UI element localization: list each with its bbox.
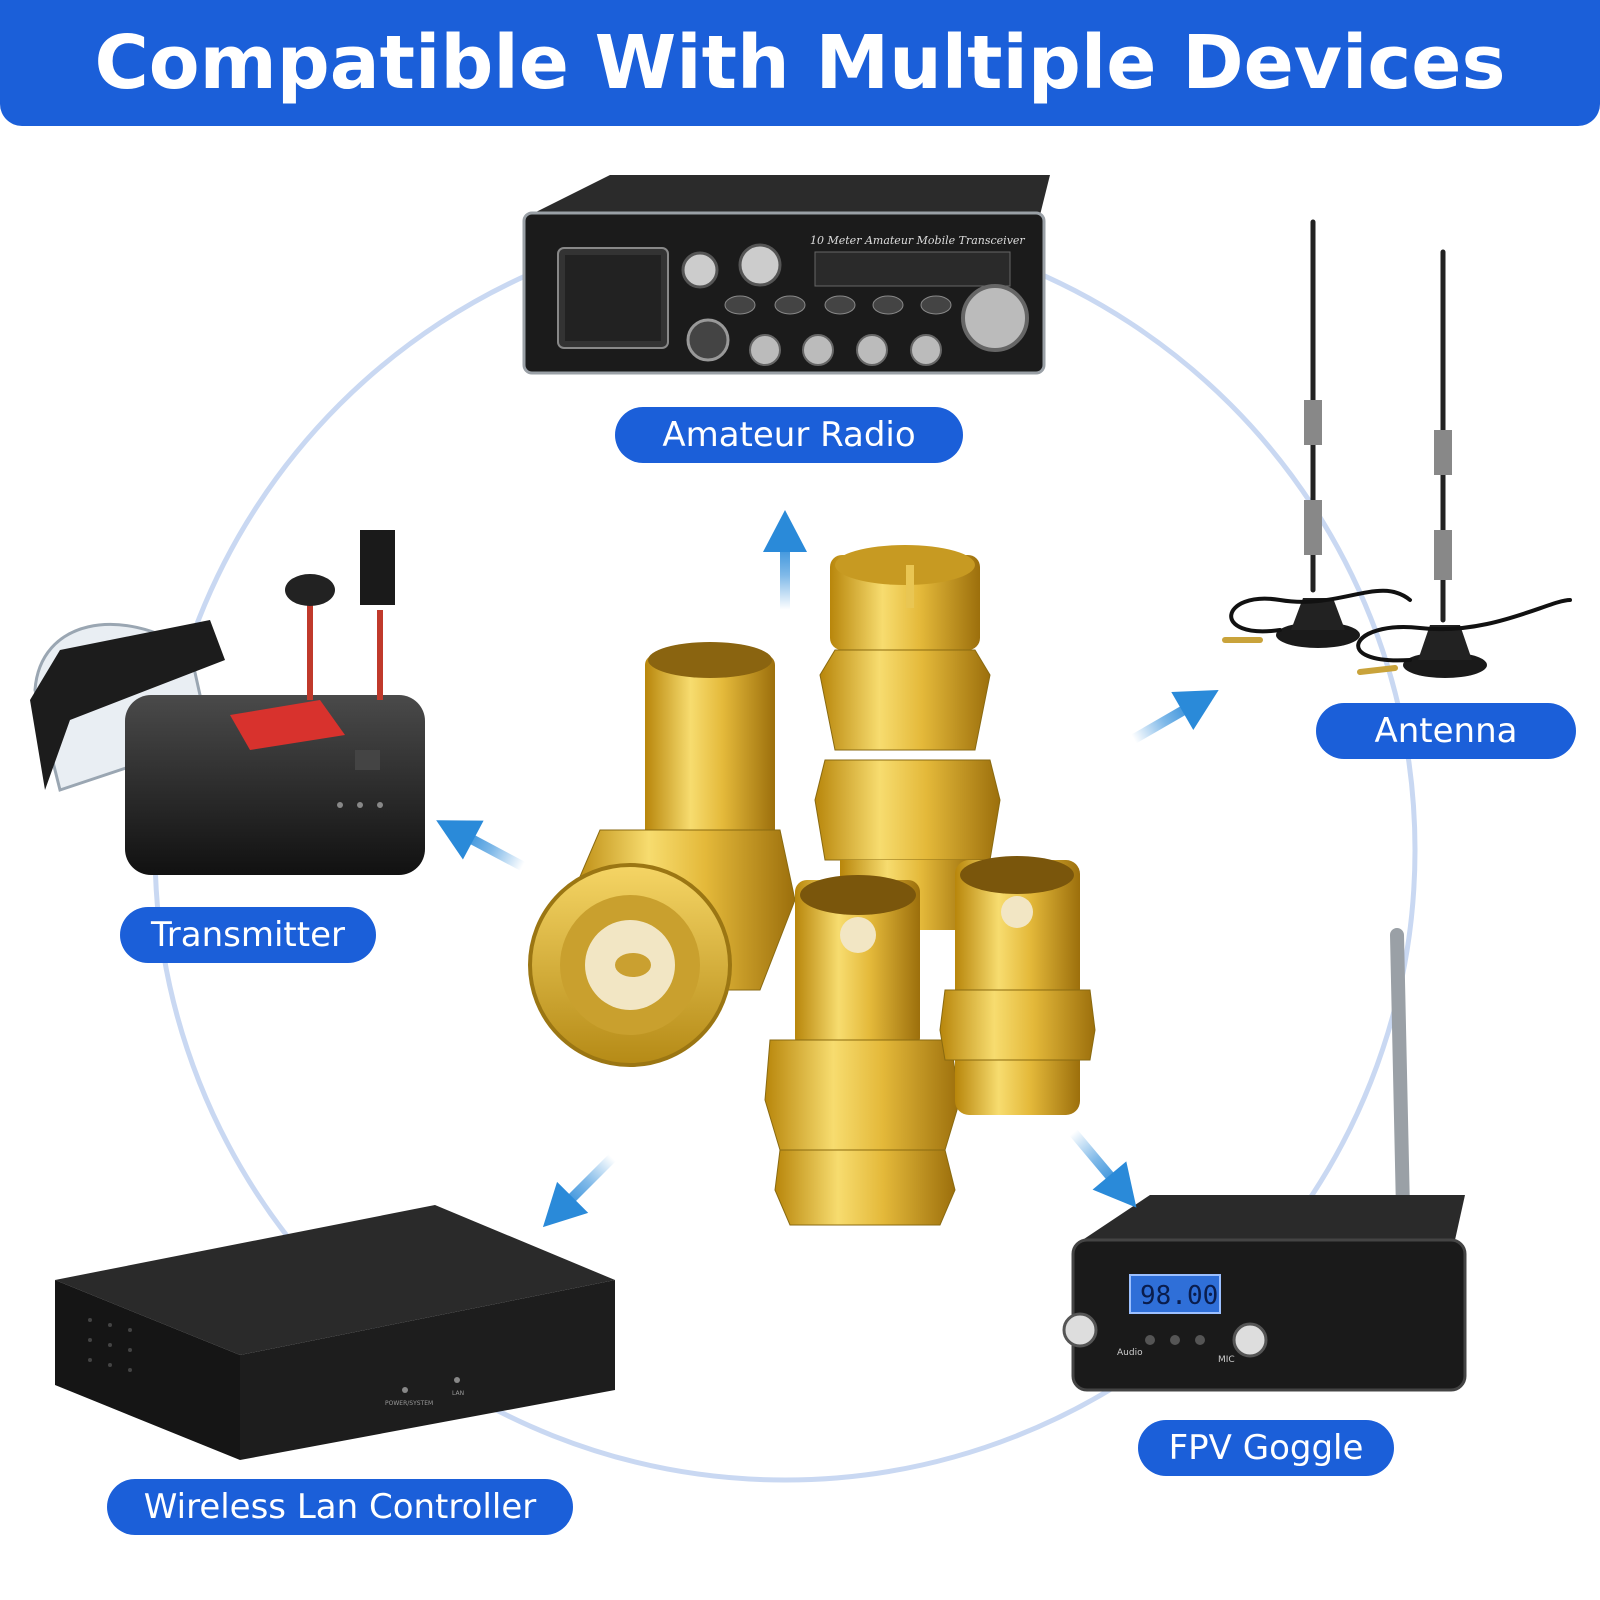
- fm-display: 98.00: [1140, 1281, 1218, 1311]
- wlan-power-label: POWER/SYSTEM: [385, 1400, 433, 1407]
- goggle-image: [30, 530, 425, 875]
- fm-audio-label: Audio: [1117, 1348, 1143, 1358]
- label-fpv-goggle: FPV Goggle: [1138, 1420, 1394, 1476]
- page-title: Compatible With Multiple Devices: [94, 20, 1506, 106]
- title-banner: Compatible With Multiple Devices: [0, 0, 1600, 126]
- arrow-down-right: [1069, 1129, 1137, 1208]
- arrow-down-left: [542, 1154, 616, 1228]
- wlan-controller-image: POWER/SYSTEM LAN: [55, 1205, 615, 1460]
- direction-arrows: [436, 510, 1219, 1228]
- arrow-up: [763, 510, 807, 610]
- fm-mic-label: MIC: [1218, 1355, 1235, 1365]
- amateur-radio-image: 10 Meter Amateur Mobile Transceiver: [522, 175, 1050, 375]
- radio-panel-text: 10 Meter Amateur Mobile Transceiver: [810, 234, 1025, 247]
- arrow-up-right: [1131, 690, 1219, 744]
- label-amateur-radio: Amateur Radio: [615, 407, 963, 463]
- label-transmitter: Transmitter: [120, 907, 376, 963]
- sma-adapters-image: [528, 545, 1096, 1226]
- arrow-left: [436, 820, 526, 871]
- wlan-lan-label: LAN: [452, 1390, 464, 1397]
- antenna-image: [1222, 219, 1572, 678]
- label-wireless-lan-controller: Wireless Lan Controller: [107, 1479, 573, 1535]
- fm-transmitter-image: 98.00 Audio MIC: [1062, 928, 1467, 1392]
- label-antenna: Antenna: [1316, 703, 1576, 759]
